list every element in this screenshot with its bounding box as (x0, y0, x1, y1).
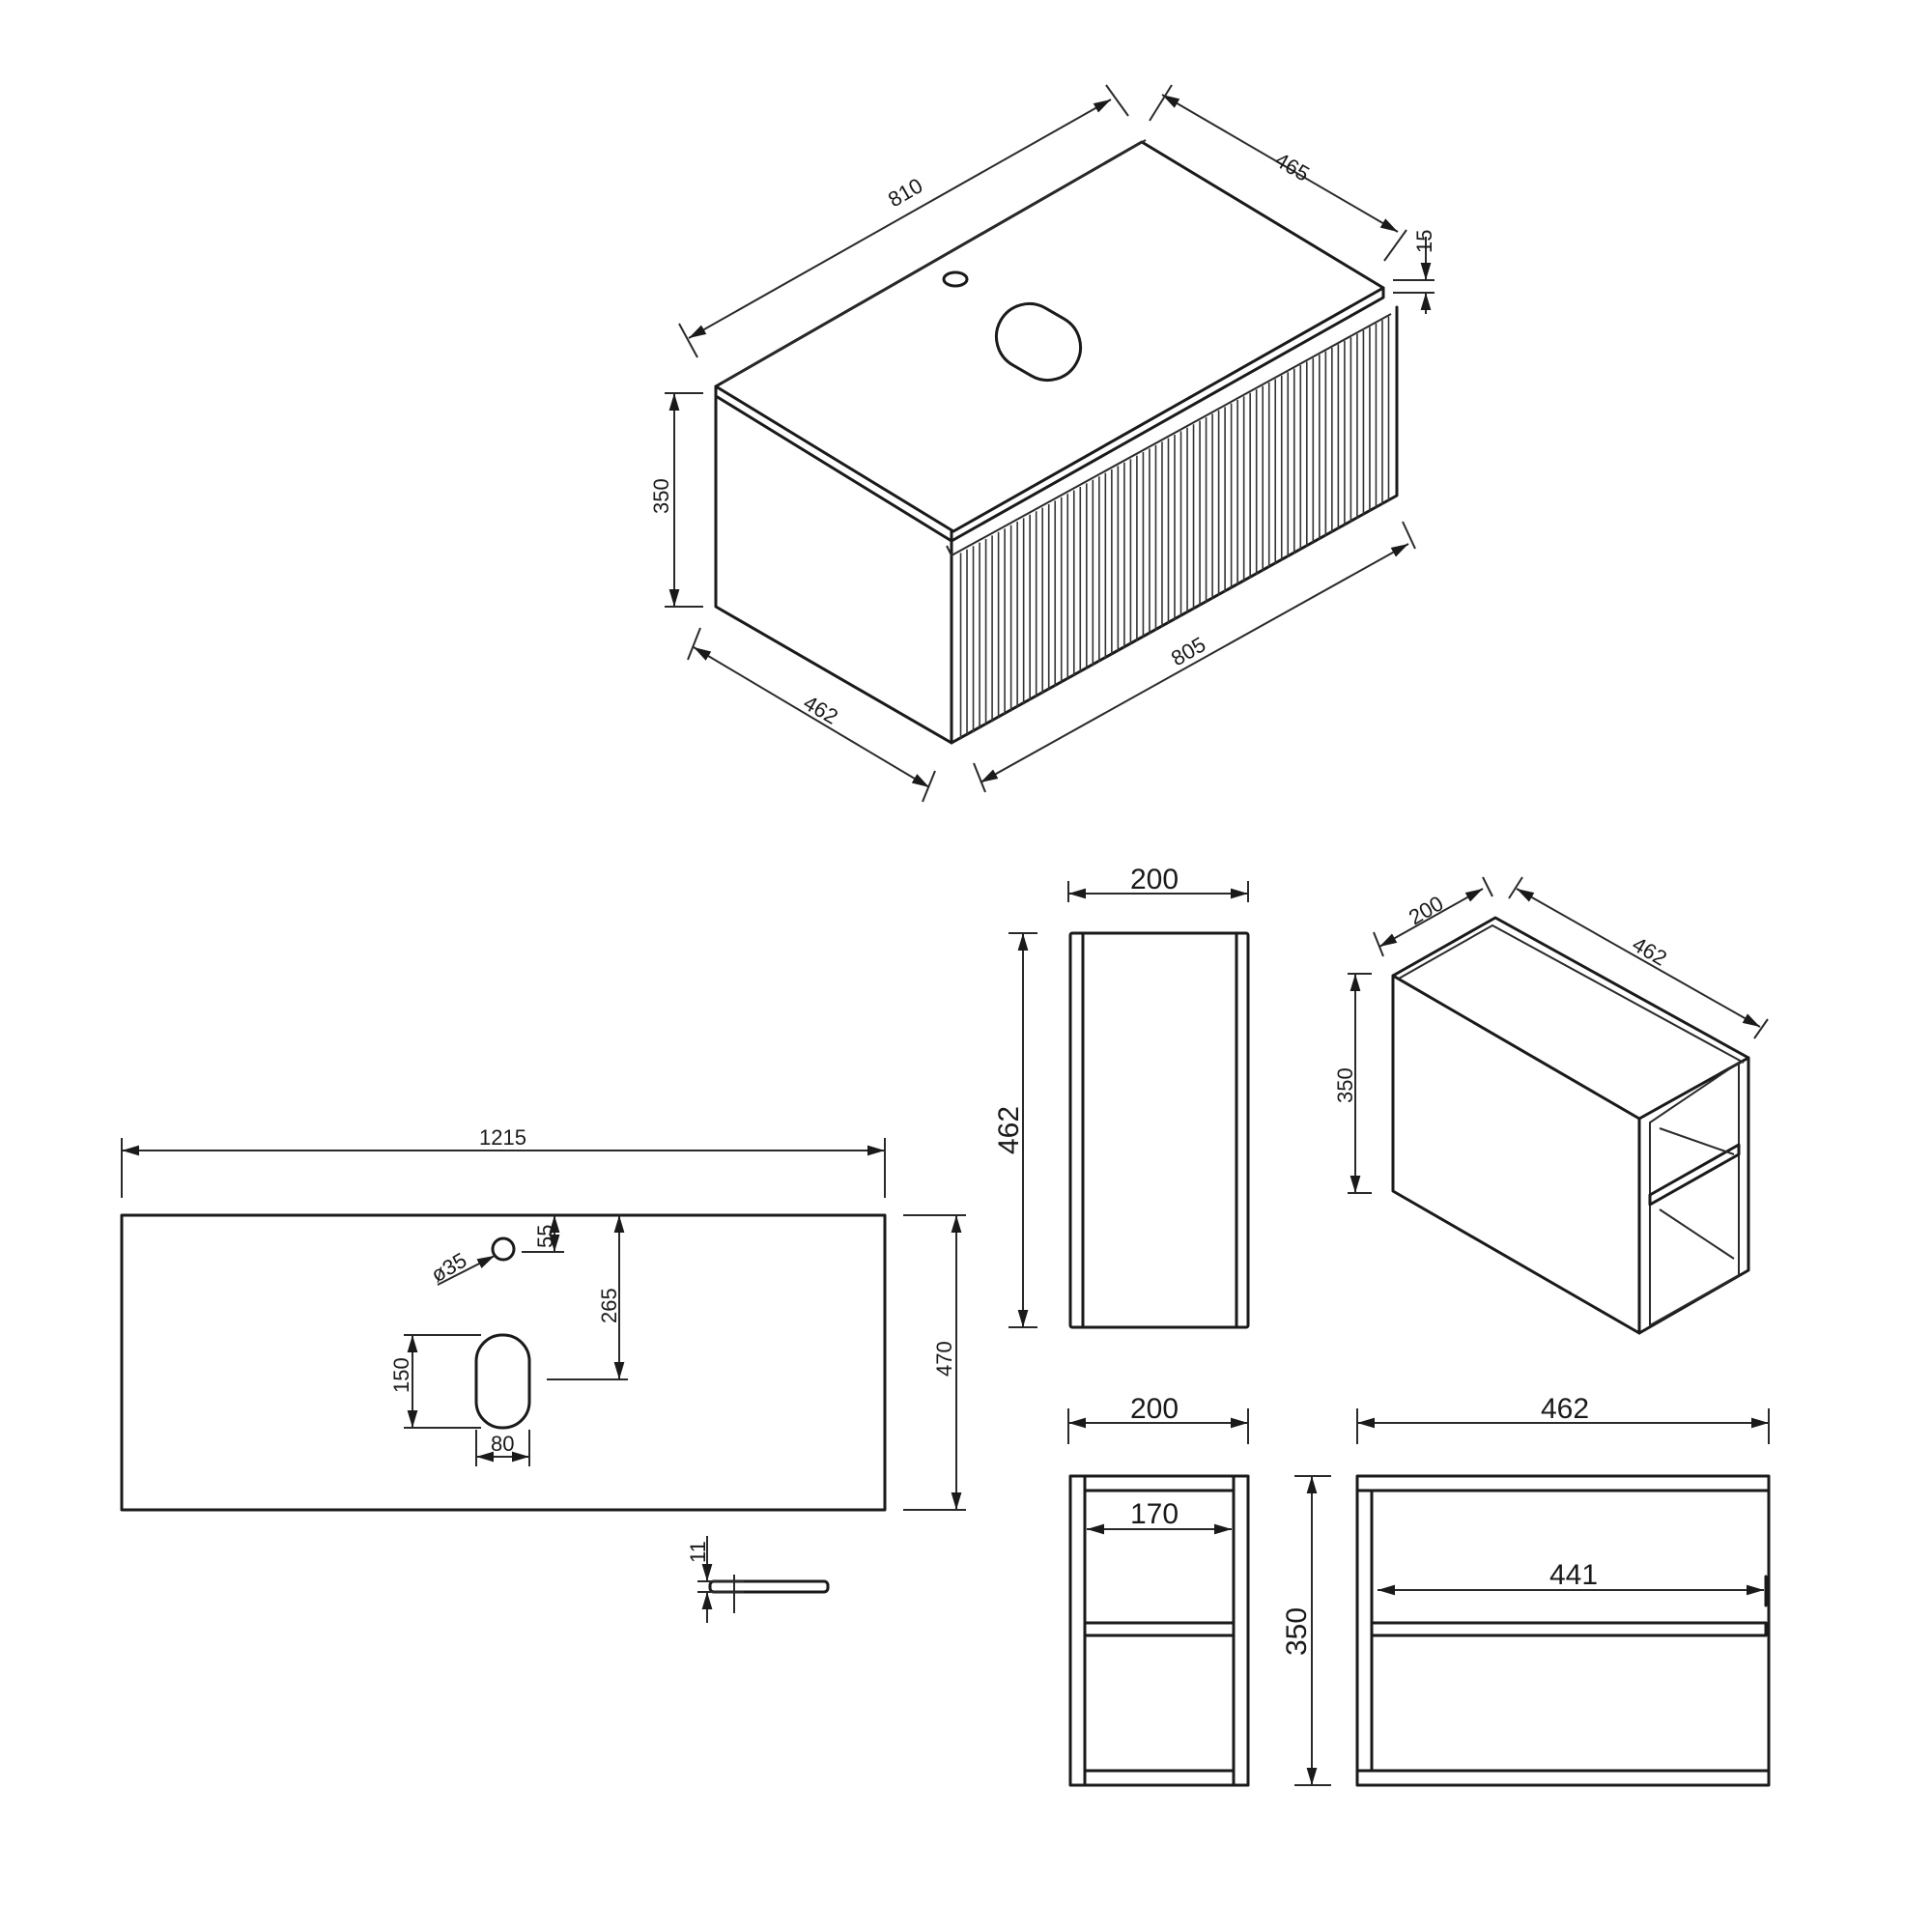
shelf-side-view: 462 441 350 (1281, 1393, 1771, 1787)
dim-tap-hole-diameter: ø35 (427, 1248, 470, 1288)
shelf-top-view: 200 462 (993, 864, 1250, 1329)
dim-shelf-iso-depth: 462 (1629, 932, 1671, 971)
basin-cutout (994, 302, 1083, 382)
dim-shelf-side-depth: 462 (1541, 1393, 1589, 1425)
iso-vanity: 810 465 15 350 462 805 (649, 84, 1436, 803)
dim-shelf-inner-width: 170 (1130, 1498, 1179, 1530)
dim-cabinet-height: 350 (649, 478, 673, 514)
dim-shelf-top-depth: 462 (993, 1106, 1025, 1154)
flutes (959, 316, 1390, 740)
dim-shelf-side-height: 350 (1281, 1607, 1313, 1656)
shelf-front-view: 200 170 (1067, 1393, 1250, 1787)
countertop-tap-hole (491, 1236, 516, 1262)
dim-shelf-iso-height: 350 (1333, 1067, 1357, 1103)
countertop-outline (120, 1213, 887, 1512)
countertop-section (708, 1579, 830, 1594)
dim-shelf-inner-depth: 441 (1549, 1559, 1598, 1591)
dim-cabinet-length: 805 (1167, 632, 1209, 670)
dim-basin-length: 150 (389, 1357, 413, 1393)
dim-top-thickness: 15 (1412, 230, 1436, 253)
vanity-side-panel (714, 394, 953, 745)
dim-shelf-iso-width: 200 (1405, 891, 1447, 929)
dim-shelf-top-width: 200 (1130, 864, 1179, 895)
vanity-top-surface (714, 140, 1385, 533)
vanity-top-front-edge (714, 384, 953, 543)
dim-basin-width: 80 (491, 1432, 514, 1456)
tap-hole (942, 270, 969, 288)
countertop-plan: 1215 470 ø35 55 265 150 80 (120, 1125, 966, 1623)
dim-top-length: 810 (884, 173, 926, 212)
countertop-basin-cutout (474, 1333, 531, 1430)
shelf-iso: 200 462 350 (1333, 876, 1769, 1335)
dim-basin-center-offset: 265 (597, 1288, 621, 1323)
dim-countertop-thickness: 11 (686, 1541, 710, 1563)
dim-shelf-front-width: 200 (1130, 1393, 1179, 1425)
shelf-top-outline (1068, 931, 1250, 1329)
dim-cabinet-depth: 462 (800, 691, 842, 729)
shelf-divider (1648, 1143, 1741, 1207)
dim-countertop-length: 1215 (479, 1125, 526, 1150)
dim-tap-hole-offset: 55 (533, 1225, 557, 1248)
dim-top-depth: 465 (1271, 148, 1314, 186)
dim-countertop-depth: 470 (932, 1341, 956, 1377)
